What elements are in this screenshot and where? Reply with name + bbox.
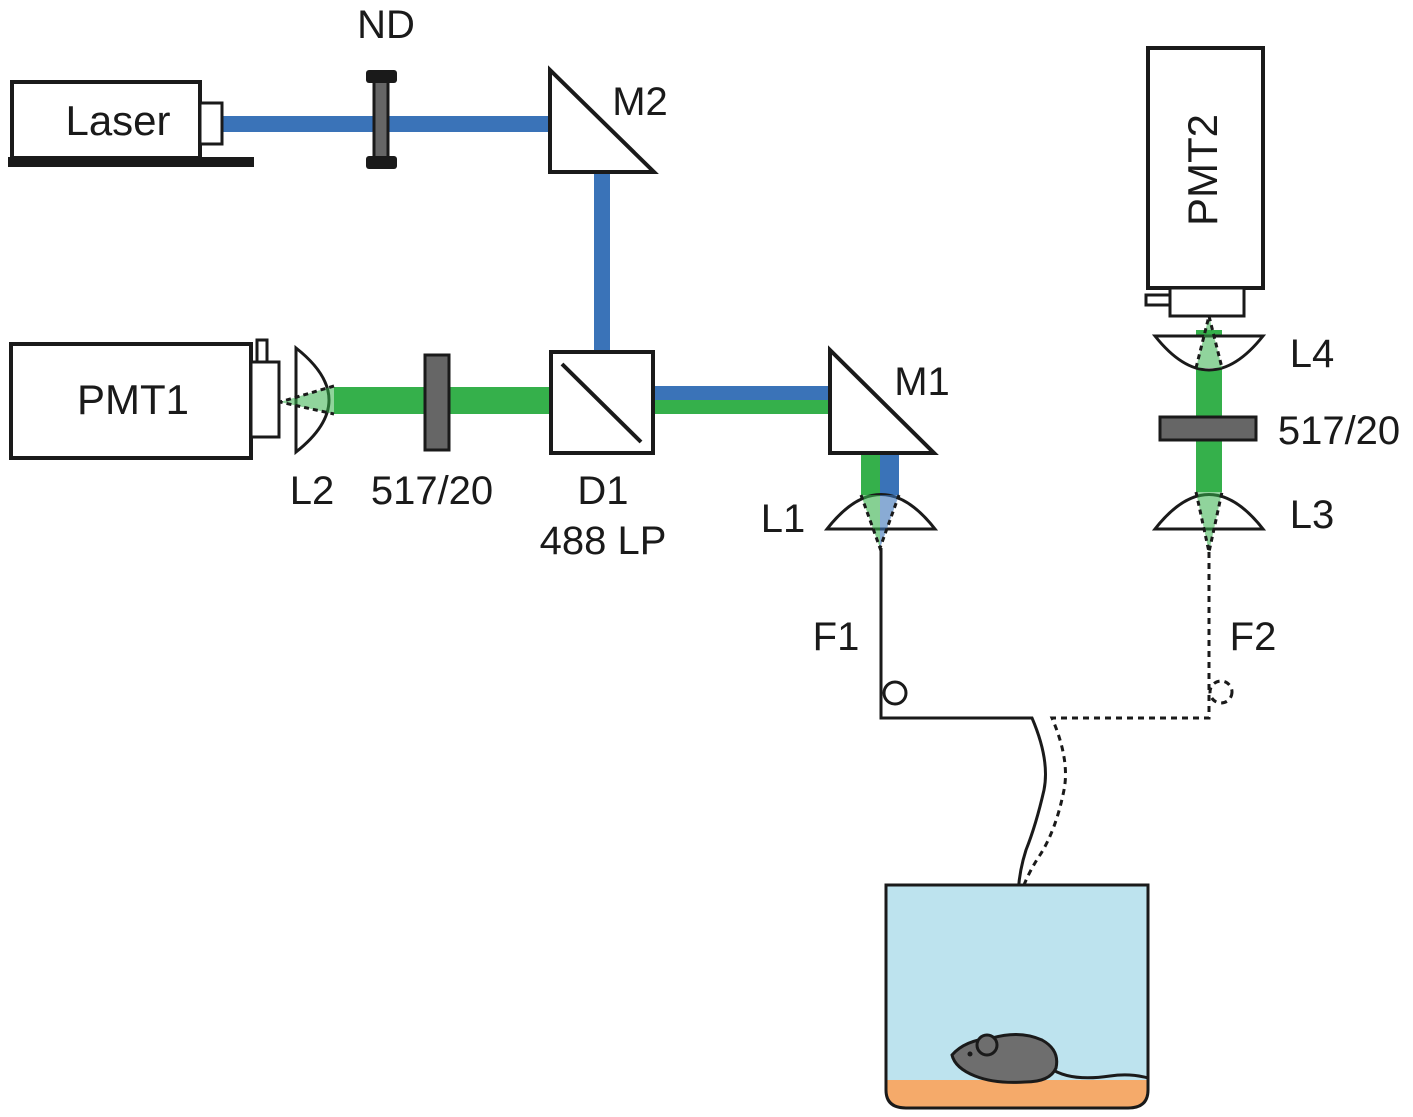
pmt1-box — [9, 342, 253, 460]
nd-filter-body — [372, 78, 390, 160]
laser-label: Laser — [65, 97, 170, 144]
l1-label: L1 — [761, 497, 806, 541]
pmt2-box — [1146, 46, 1265, 290]
lens-l2-focus-cone — [280, 386, 334, 414]
excitation-beam-m2-to-d1 — [594, 170, 610, 352]
fiber-f1-coil — [882, 680, 908, 706]
nd-filter-cap-bottom — [366, 156, 397, 169]
m1-down-beam-excitation — [880, 453, 899, 495]
mouse-ear — [975, 1033, 999, 1057]
nd-label: ND — [357, 3, 415, 47]
l2-label: L2 — [290, 469, 335, 513]
pmt2-label: PMT2 — [1179, 114, 1226, 226]
m2-label: M2 — [612, 80, 668, 124]
pmt2-connector — [1144, 293, 1172, 307]
l3-label: L3 — [1290, 493, 1335, 537]
pmt1-aperture — [249, 360, 281, 439]
laser-base — [8, 157, 254, 167]
pmt1-label: PMT1 — [77, 376, 189, 423]
cage-outline — [884, 883, 1150, 1110]
m1-label: M1 — [894, 360, 950, 404]
f1-label: F1 — [813, 615, 860, 659]
f2-label: F2 — [1230, 615, 1277, 659]
m1-down-beam-emission — [861, 453, 880, 495]
cage-water — [886, 885, 1148, 1080]
mirror-m2 — [548, 65, 659, 174]
pmt2-aperture — [1168, 286, 1246, 318]
pmt1-connector — [255, 338, 269, 364]
filter-right-label: 517/20 — [1278, 409, 1400, 453]
emission-filter-right — [1158, 415, 1258, 442]
combined-beam-emission — [653, 400, 831, 414]
combined-beam-excitation — [653, 386, 831, 400]
nd-filter-cap-top — [366, 70, 397, 83]
fiber-f2 — [1022, 552, 1211, 886]
mirror-m1 — [828, 345, 939, 455]
d1-label: D1 — [577, 469, 628, 513]
lens-l3-focus-cone — [1196, 492, 1222, 552]
laser-aperture — [198, 101, 224, 146]
fiber-f2-coil — [1208, 679, 1234, 705]
emission-filter-left — [423, 353, 451, 452]
lens-l4-focus-cone — [1196, 316, 1222, 368]
filter-left-label: 517/20 — [371, 469, 493, 513]
lens-l3-focus-dash — [1194, 491, 1224, 553]
d1-sublabel: 488 LP — [540, 519, 667, 563]
mouse-tail — [1049, 1066, 1149, 1080]
mouse-eye — [967, 1051, 973, 1057]
l4-label: L4 — [1290, 332, 1335, 376]
dichroic-d1-mirror — [560, 362, 643, 444]
cage-bedding — [886, 1080, 1148, 1108]
